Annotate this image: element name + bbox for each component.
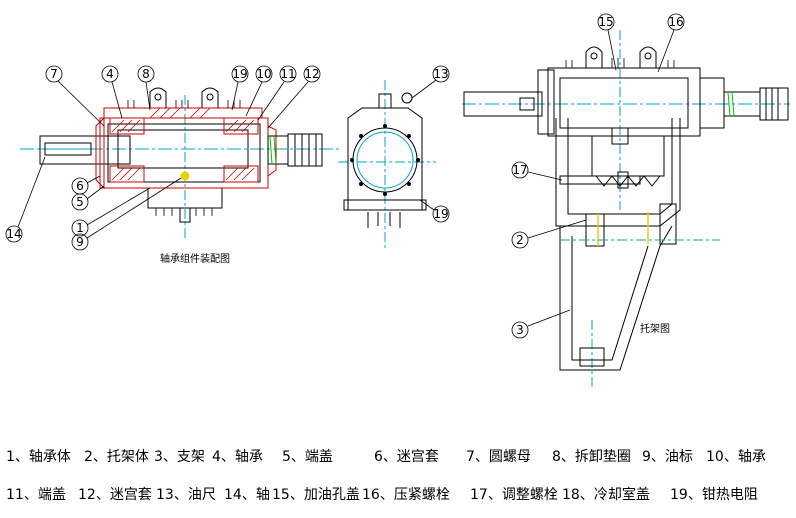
- thermal-resistor-fitting: [401, 92, 413, 104]
- legend-item-10: 10、轴承: [706, 449, 766, 465]
- legend-item-3: 3、支架: [154, 449, 205, 465]
- callout-5: 5: [76, 195, 84, 209]
- caption-bracket: 托架图: [640, 322, 670, 335]
- callout-10: 10: [256, 67, 271, 81]
- lifting-lug-right: [201, 87, 219, 108]
- legend-item-5: 5、端盖: [282, 449, 333, 465]
- legend-item-16: 16、压紧螺栓: [362, 487, 450, 503]
- caption-assembly: 轴承组件装配图: [160, 252, 230, 265]
- callout-17: 17: [512, 163, 527, 177]
- right-end-cap: [267, 125, 277, 177]
- callout-15: 15: [598, 15, 613, 29]
- legend-item-13: 13、油尺: [156, 487, 216, 503]
- callout-16: 16: [668, 15, 683, 29]
- legend-item-12: 12、迷宫套: [78, 487, 152, 503]
- callout-3: 3: [516, 323, 524, 337]
- coupling-end: [287, 133, 323, 167]
- callout-14: 14: [6, 227, 21, 241]
- callout-7: 7: [50, 67, 58, 81]
- legend-item-9: 9、油标: [642, 449, 693, 465]
- oil-gauge: [180, 171, 190, 181]
- end-view: [338, 80, 436, 248]
- legend-item-18: 18、冷却室盖: [562, 487, 650, 503]
- callout-19-end: 19: [433, 207, 448, 221]
- adjusting-bolt: [559, 175, 641, 185]
- legend-item-2: 2、托架体: [84, 449, 149, 465]
- support-stand: [559, 225, 673, 371]
- legend-item-11: 11、端盖: [6, 487, 66, 503]
- legend-item-4: 4、轴承: [212, 449, 263, 465]
- callout-2: 2: [516, 233, 524, 247]
- bracket-assembly: [462, 30, 790, 390]
- legend-item-14: 14、轴: [224, 487, 270, 503]
- legend-item-15: 15、加油孔盖: [272, 487, 360, 503]
- callouts-right: [511, 13, 685, 339]
- callout-4: 4: [106, 67, 114, 81]
- shaft-key: [44, 142, 92, 156]
- right-bearing: [223, 117, 259, 135]
- callout-8: 8: [142, 67, 150, 81]
- bracket-shaft-left: [463, 91, 543, 117]
- bearing-assembly-section: [20, 87, 340, 240]
- callout-9: 9: [76, 235, 84, 249]
- callouts-left: [5, 65, 321, 251]
- legend-item-1: 1、轴承体: [6, 449, 71, 465]
- oil-drain-plug: [179, 207, 191, 223]
- legend-item-8: 8、拆卸垫圈: [552, 449, 631, 465]
- shaft: [39, 135, 131, 165]
- lifting-lug-left: [149, 87, 167, 108]
- callout-6: 6: [76, 179, 84, 193]
- legend-item-19: 19、钳热电阻: [670, 487, 758, 503]
- callout-12: 12: [304, 67, 319, 81]
- left-end-cap: [95, 116, 105, 190]
- legend-item-7: 7、圆螺母: [466, 449, 531, 465]
- callouts-middle: [411, 65, 450, 223]
- bracket-coupling: [759, 87, 789, 121]
- left-bearing: [109, 117, 145, 135]
- legend-item-6: 6、迷宫套: [374, 449, 439, 465]
- callout-11: 11: [280, 67, 295, 81]
- legend-item-17: 17、调整螺栓: [470, 487, 558, 503]
- callout-13: 13: [433, 67, 448, 81]
- callout-19: 19: [232, 67, 247, 81]
- callout-1: 1: [76, 221, 84, 235]
